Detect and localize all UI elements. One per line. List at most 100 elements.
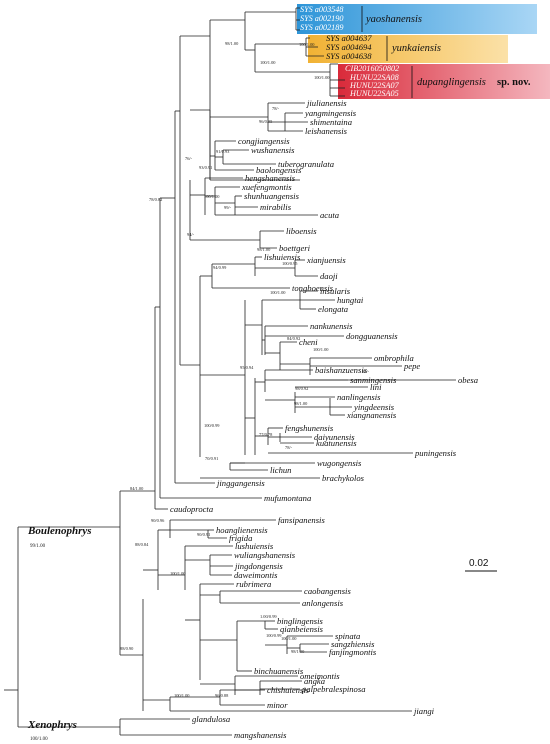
tip-label-fansipanensis: fansipanensis bbox=[278, 515, 325, 525]
tip-label: SYS a004694 bbox=[326, 42, 372, 52]
tip-label-daoji: daoji bbox=[320, 271, 338, 281]
tip-label-brachykolos: brachykolos bbox=[322, 473, 365, 483]
tip-label-daweimontis: daweimontis bbox=[234, 570, 278, 580]
support-label: 90/0.96 bbox=[151, 518, 165, 523]
tip-label: CIB2016050802 bbox=[345, 64, 399, 73]
tip-label-ombrophila: ombrophila bbox=[374, 353, 414, 363]
tip-label-wuliangshanensis: wuliangshanensis bbox=[234, 550, 296, 560]
tip-label-boettgeri: boettgeri bbox=[279, 243, 311, 253]
support-label: 76/- bbox=[185, 156, 193, 161]
tip-label-caobangensis: caobangensis bbox=[304, 586, 351, 596]
tip-label-palpebralespinosa: palpebralespinosa bbox=[301, 684, 366, 694]
support-label: 78/- bbox=[285, 445, 293, 450]
tip-label: SYS a004637 bbox=[326, 33, 372, 43]
tip-label-frigida: frigida bbox=[229, 533, 252, 543]
support-label: 93/0.91 bbox=[199, 165, 212, 170]
support-label: 84/1.00 bbox=[130, 486, 144, 491]
support-label: 84/0.92 bbox=[287, 336, 300, 341]
support-label: 95/0.94 bbox=[240, 365, 254, 370]
support-label: 98/1.00 bbox=[294, 401, 308, 406]
tip-label-hoanglienensis: hoanglienensis bbox=[216, 525, 268, 535]
tip-label-wushanensis: wushanensis bbox=[251, 145, 295, 155]
tip-label-rubrimera: rubrimera bbox=[236, 579, 271, 589]
support-label: 70/0.91 bbox=[205, 456, 218, 461]
tip-label-shunhuangensis: shunhuangensis bbox=[244, 191, 300, 201]
tip-label-wugongensis: wugongensis bbox=[317, 458, 362, 468]
support-label: 98/1.00 bbox=[291, 649, 305, 654]
tip-label: SYS a003548 bbox=[300, 5, 343, 14]
tip-label-lini: lini bbox=[370, 382, 382, 392]
genus-label-boulenophrys: Boulenophrys bbox=[27, 525, 92, 537]
support-label: 100/0.95 bbox=[282, 261, 298, 266]
tip-label-xuefengmontis: xuefengmontis bbox=[241, 182, 292, 192]
support-label: 100/1.00 bbox=[170, 571, 186, 576]
tip-label-anlongensis: anlongensis bbox=[302, 598, 344, 608]
tip-label-leishanensis: leishanensis bbox=[305, 126, 348, 136]
tip-label: HUNU22SA08 bbox=[349, 73, 399, 82]
support-label: 78/- bbox=[272, 106, 280, 111]
tip-label-glandulosa: glandulosa bbox=[192, 714, 230, 724]
support-label: 100/0.99 bbox=[266, 633, 282, 638]
tip-label-shimentaina: shimentaina bbox=[310, 117, 352, 127]
tip-label-tongboensis: tongboensis bbox=[292, 283, 334, 293]
tip-label-dongguanensis: dongguanensis bbox=[346, 331, 398, 341]
tip-label-lichun: lichun bbox=[270, 465, 291, 475]
support-label: 100/1.00 bbox=[313, 347, 329, 352]
tip-label-jiulianensis: jiulianensis bbox=[306, 98, 347, 108]
tip-label-fanjingmontis: fanjingmontis bbox=[329, 647, 377, 657]
tip-label-acuta: acuta bbox=[320, 210, 339, 220]
support-label: 100/1.00 bbox=[174, 693, 190, 698]
clade-label-dupanglingensis: dupanglingensis bbox=[417, 77, 486, 88]
tip-label: SYS a004638 bbox=[326, 51, 372, 61]
tip-label-lishuiensis: lishuiensis bbox=[264, 252, 301, 262]
support-label: 100/1.00 bbox=[299, 42, 315, 47]
support-label: 100/1.00 bbox=[314, 75, 330, 80]
clade-label-yaoshanensis: yaoshanensis bbox=[365, 14, 422, 25]
tip-label-omeimontis: omeimontis bbox=[300, 671, 340, 681]
tip-label-caudoprocta: caudoprocta bbox=[170, 504, 213, 514]
tip-label-obesa: obesa bbox=[458, 375, 478, 385]
tip-label-daiyunensis: daiyunensis bbox=[314, 432, 355, 442]
tip-label-kuatunensis: kuatunensis bbox=[316, 438, 357, 448]
support-label: 88/0.90 bbox=[120, 646, 134, 651]
dupanglingensis-highlight bbox=[338, 64, 550, 99]
clade-label-yunkaiensis: yunkaiensis bbox=[391, 43, 441, 54]
tip-label-mufumontana: mufumontana bbox=[264, 493, 311, 503]
tip-label-hengshanensis: hengshanensis bbox=[245, 173, 296, 183]
tip-label: SYS a002189 bbox=[300, 23, 343, 32]
tip-label-sangzhiensis: sangzhiensis bbox=[331, 639, 375, 649]
tip-label-chishuiensis: chishuiensis bbox=[267, 685, 310, 695]
tip-label-cheni: cheni bbox=[299, 337, 318, 347]
tip-label-xiangnanensis: xiangnanensis bbox=[346, 410, 397, 420]
support-label: 1.00/0.99 bbox=[260, 614, 277, 619]
tip-label-mangshanensis: mangshanensis bbox=[234, 730, 287, 740]
tip-label-binglingensis: binglingensis bbox=[277, 616, 323, 626]
tip-label-tuberogranulata: tuberogranulata bbox=[278, 159, 334, 169]
yaoshanensis-highlight bbox=[297, 4, 537, 34]
support-label: 77/0.78 bbox=[259, 432, 273, 437]
tip-label-yingdeensis: yingdeensis bbox=[353, 402, 395, 412]
tip-label-spinata: spinata bbox=[335, 631, 360, 641]
support-label: 100/1.00 bbox=[30, 737, 48, 742]
tip-label-nankunensis: nankunensis bbox=[310, 321, 353, 331]
tip-label-binchuanensis: binchuanensis bbox=[254, 666, 304, 676]
support-label: 100/1.00 bbox=[281, 636, 297, 641]
tip-label-jiangi: jiangi bbox=[413, 706, 435, 716]
tip-label-jingdongensis: jingdongensis bbox=[234, 561, 283, 571]
support-label: 98/1.00 bbox=[257, 247, 271, 252]
tip-label: SYS a002190 bbox=[300, 14, 343, 23]
support-label: 98/1.00 bbox=[225, 41, 239, 46]
tip-label-nanlingensis: nanlingensis bbox=[337, 392, 381, 402]
support-label: 98/- bbox=[362, 369, 370, 374]
support-label: 94/- bbox=[187, 232, 195, 237]
tip-label-congjiangensis: congjiangensis bbox=[238, 136, 290, 146]
tip-label: HUNU22SA05 bbox=[349, 89, 399, 98]
support-label: 98/0.92 bbox=[295, 386, 308, 391]
scale-bar-label: 0.02 bbox=[469, 558, 489, 569]
tip-label-yangmingensis: yangmingensis bbox=[304, 108, 357, 118]
tip-label-elongata: elongata bbox=[318, 304, 348, 314]
yunkaiensis-highlight bbox=[308, 35, 508, 63]
support-label: 78/0.82 bbox=[149, 197, 162, 202]
support-label: 96/0.95 bbox=[259, 119, 273, 124]
